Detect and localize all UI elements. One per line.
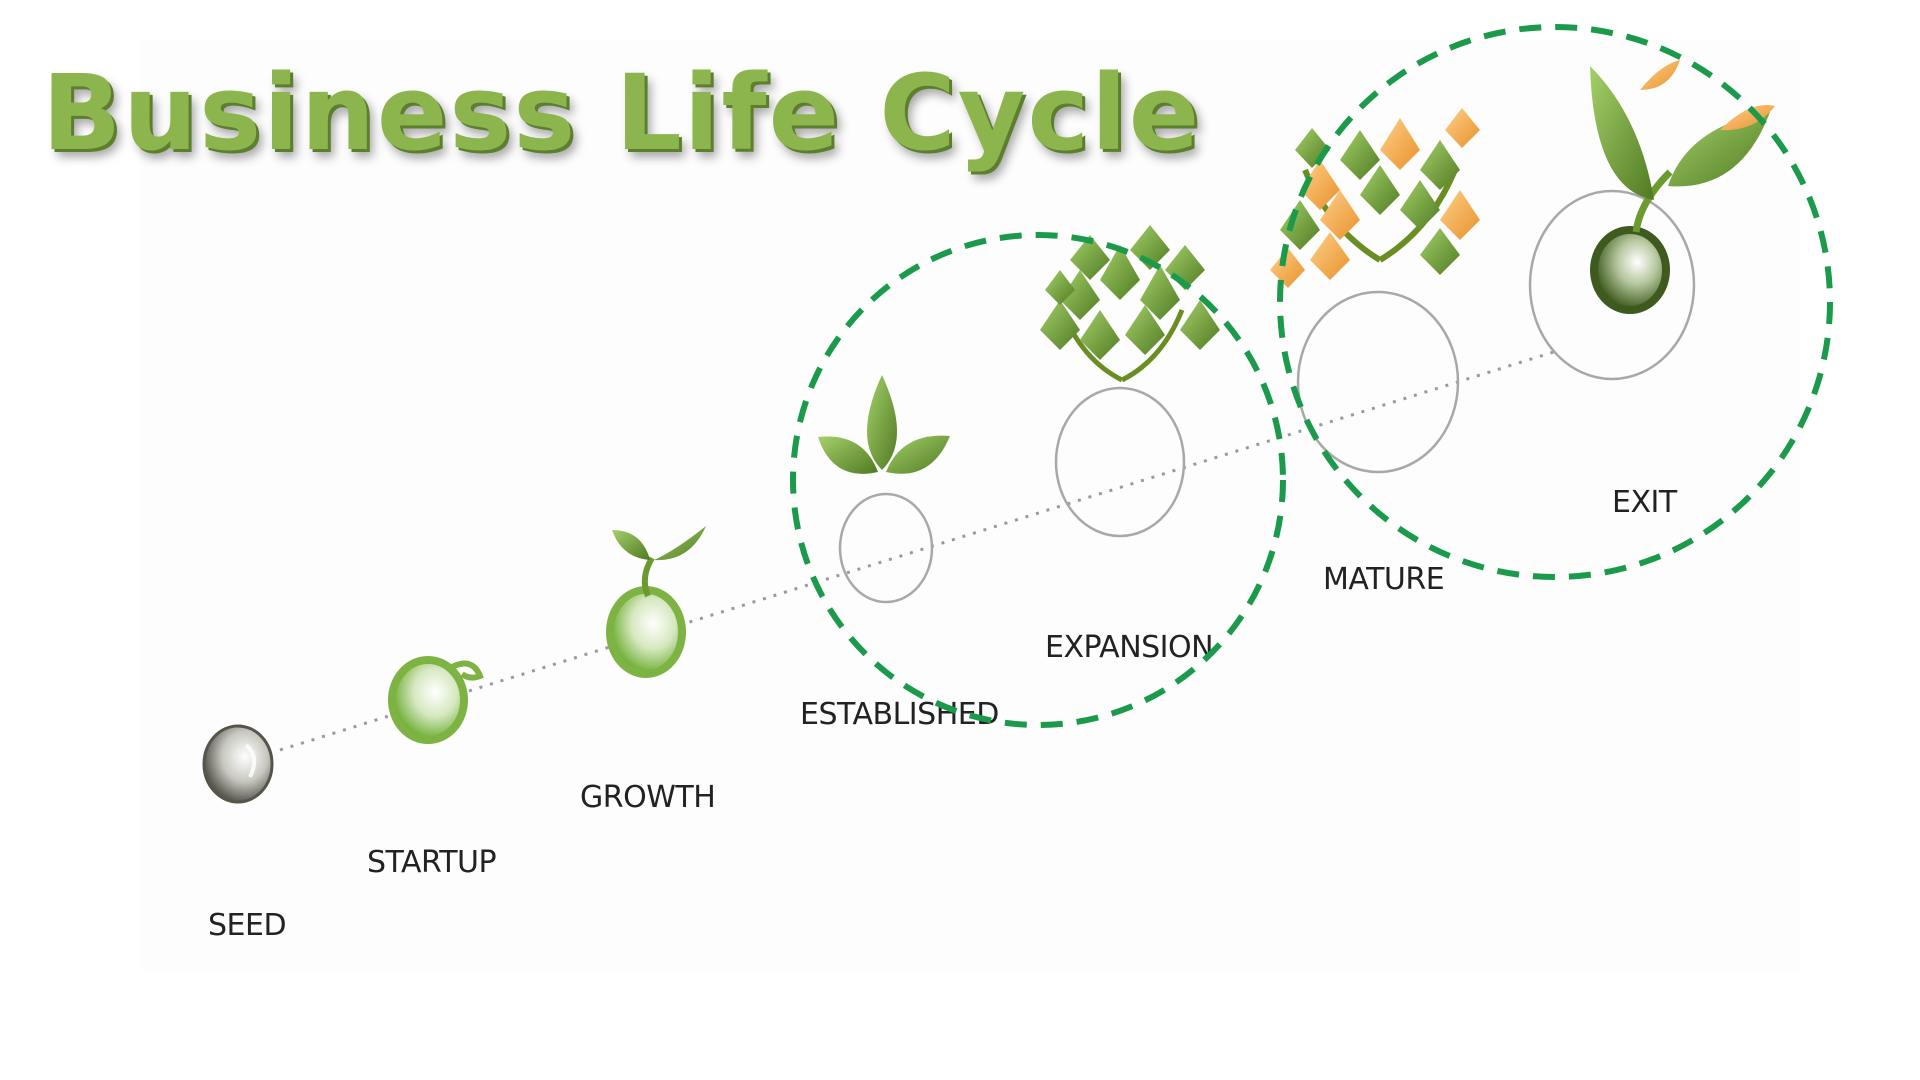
mature-exit-highlight [1277,24,1833,580]
growth-stage: GROWTH [580,526,716,815]
seed-icon [202,724,274,804]
established-stage: ESTABLISHED [800,375,999,732]
seedling-with-seed-icon [1528,60,1775,381]
expansion-stage: EXPANSION [1040,225,1220,665]
established-expansion-highlight [790,232,1286,728]
young-plant-icon [818,375,950,604]
seed-stage: SEED [202,724,287,943]
stage-label-exit: EXIT [1612,485,1678,520]
page-title: Business Life Cycle [42,52,1202,174]
stage-label-established: ESTABLISHED [800,697,999,732]
small-tree-icon [1040,225,1220,538]
exit-stage: EXIT [1528,60,1775,520]
startup-stage: STARTUP [367,656,497,880]
stage-label-growth: GROWTH [580,780,715,815]
full-tree-icon [1270,108,1480,474]
stage-label-seed: SEED [208,908,286,943]
mature-stage: MATURE [1270,108,1480,597]
stage-label-startup: STARTUP [367,845,497,880]
stage-label-mature: MATURE [1323,562,1444,597]
stage-connector-line [279,348,1561,752]
sprouting-seed-icon [388,656,484,744]
seedling-icon [606,526,706,678]
diagram-background [140,40,1800,970]
stage-label-expansion: EXPANSION [1045,630,1213,665]
